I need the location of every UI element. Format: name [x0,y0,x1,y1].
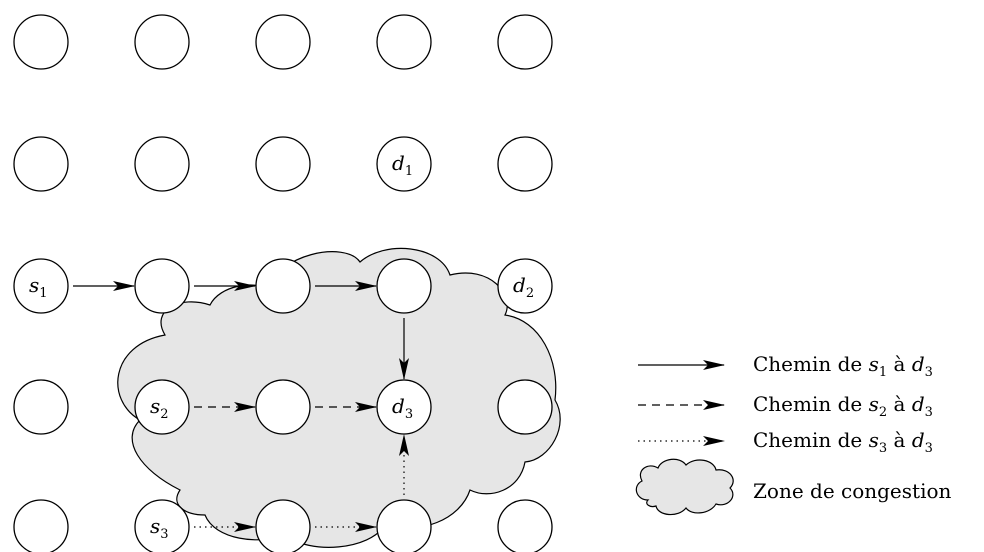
node-circle [134,499,190,552]
legend: Chemin de s1 à d3 Chemin de s2 à d3 Chemin… [638,352,933,456]
node-r1c1 [134,136,190,192]
node-r4c0 [13,499,69,552]
edges-layer [73,281,409,532]
node-s2: s2 [134,379,190,435]
node-r2c3 [376,258,432,314]
node-d2: d2 [497,258,553,314]
legend-label: Chemin de s3 à d3 [753,428,933,456]
node-label-subscript: 1 [405,164,413,179]
node-r1c0 [13,136,69,192]
node-label-subscript: 1 [39,286,47,301]
node-label-subscript: 3 [160,527,168,542]
node-circle [376,258,432,314]
legend-entry-dashed: Chemin de s2 à d3 [638,392,933,420]
node-circle [376,499,432,552]
legend-entry-dotted: Chemin de s3 à d3 [638,428,933,456]
node-circle [13,499,69,552]
node-circle [255,379,311,435]
legend-label: Chemin de s1 à d3 [753,352,933,380]
node-r0c3 [376,14,432,70]
cloud-legend: Zone de congestion [635,458,952,516]
legend-entry-solid: Chemin de s1 à d3 [638,352,933,380]
node-circle [13,14,69,70]
node-s1: s1 [13,258,69,314]
node-r3c0 [13,379,69,435]
node-r1c2 [255,136,311,192]
node-circle [13,258,69,314]
cloud-legend-icon [635,458,734,516]
legend-label: Chemin de s2 à d3 [753,392,933,420]
node-circle [376,379,432,435]
node-r3c4 [497,379,553,435]
node-circle [13,379,69,435]
node-circle [13,136,69,192]
node-d1: d1 [376,136,432,192]
node-circle [497,14,553,70]
node-circle [376,14,432,70]
node-circle [134,379,190,435]
node-r1c4 [497,136,553,192]
node-r4c4 [497,499,553,552]
node-label-subscript: 2 [526,286,534,301]
node-r2c2 [255,258,311,314]
node-label-subscript: 3 [405,407,413,422]
node-r0c2 [255,14,311,70]
node-circle [497,499,553,552]
nodes-layer: d1 s1 d2 s2 d3 s3 [13,14,553,552]
node-circle [255,258,311,314]
node-r0c1 [134,14,190,70]
node-circle [134,136,190,192]
node-label-subscript: 2 [160,407,168,422]
node-circle [255,136,311,192]
node-circle [255,499,311,552]
node-circle [134,258,190,314]
node-r0c0 [13,14,69,70]
cloud-legend-label: Zone de congestion [753,479,952,503]
node-circle [255,14,311,70]
node-circle [497,258,553,314]
node-d3: d3 [376,379,432,435]
node-r0c4 [497,14,553,70]
node-r4c2 [255,499,311,552]
node-r2c1 [134,258,190,314]
node-circle [497,379,553,435]
node-r4c3 [376,499,432,552]
node-s3: s3 [134,499,190,552]
node-circle [134,14,190,70]
node-circle [376,136,432,192]
node-r3c2 [255,379,311,435]
node-circle [497,136,553,192]
